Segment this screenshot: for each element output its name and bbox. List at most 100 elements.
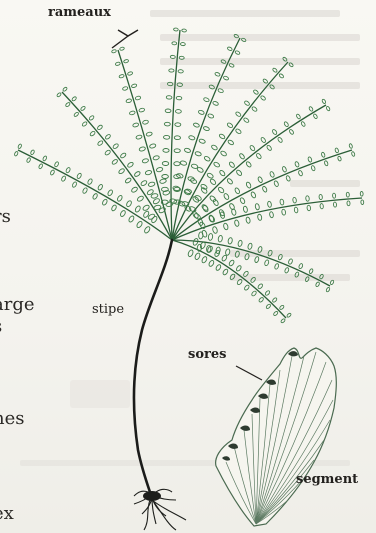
pinnule	[165, 109, 171, 113]
pinnule	[250, 277, 256, 283]
pinnule	[89, 131, 95, 137]
pinnule	[258, 297, 264, 303]
frond-branch	[172, 105, 326, 240]
pinnule	[319, 274, 324, 280]
pinnule	[243, 271, 249, 278]
pinnule	[289, 129, 295, 135]
pinnule	[202, 205, 209, 213]
pinnule	[301, 121, 306, 127]
pinnule	[18, 144, 23, 149]
pinnule	[228, 259, 235, 266]
pinnule	[192, 211, 199, 219]
pinnule	[204, 155, 211, 161]
pinnule	[213, 161, 220, 167]
pinnule	[286, 313, 291, 318]
pinnule	[176, 96, 182, 100]
pinnule	[149, 143, 156, 148]
pinnule	[251, 290, 257, 296]
pinnule	[280, 199, 285, 205]
pinnule	[123, 59, 128, 63]
pinnule	[262, 78, 268, 84]
pinnule	[126, 200, 133, 208]
pinnule	[159, 178, 166, 184]
pinnule	[228, 161, 235, 168]
pinnule	[128, 215, 135, 223]
pinnule	[346, 192, 349, 197]
pinnule	[235, 111, 242, 117]
pinnule	[229, 273, 235, 280]
pinnule	[223, 223, 229, 230]
pinnule	[284, 267, 289, 273]
pinnule	[111, 159, 118, 166]
pinnule	[222, 268, 229, 275]
pinnule	[122, 86, 128, 91]
pinnule	[38, 163, 43, 169]
pinnule	[307, 157, 312, 163]
pinnule	[249, 145, 255, 152]
pinnule	[71, 96, 77, 101]
pinnule	[244, 253, 249, 260]
pinnule	[236, 169, 243, 176]
pinnule	[61, 175, 67, 181]
pinnule	[272, 129, 278, 135]
pinnule	[180, 160, 187, 166]
pinnule	[136, 221, 143, 229]
pinnule	[260, 95, 266, 101]
fern-segment-detail	[216, 348, 337, 526]
pinnule	[229, 63, 235, 68]
pinnule	[203, 97, 209, 102]
frond-branch	[171, 30, 180, 240]
pinnule	[217, 186, 224, 193]
pinnule	[167, 82, 173, 86]
pinnule	[129, 110, 135, 115]
pinnule	[134, 205, 141, 213]
pinnule	[199, 241, 206, 249]
pinnule	[174, 149, 180, 153]
pinnule	[162, 190, 170, 196]
pinnule	[209, 178, 216, 185]
pinnule	[26, 157, 31, 163]
pinnule	[257, 176, 263, 183]
pinnule	[305, 276, 310, 282]
pinnule	[65, 102, 71, 107]
pinnule	[269, 84, 275, 90]
fern-pinnules	[14, 28, 364, 324]
pinnule	[326, 106, 331, 111]
pinnule	[235, 50, 241, 55]
label-segment: segment	[296, 473, 358, 486]
pinnule	[212, 226, 218, 234]
text-fragment-2: arge	[0, 296, 35, 314]
pinnule	[257, 214, 262, 221]
label-sores: sores	[188, 348, 226, 361]
pinnule	[166, 96, 172, 100]
pinnule	[111, 204, 117, 211]
pinnule	[281, 209, 286, 215]
pinnule	[241, 38, 246, 43]
pinnule	[244, 284, 250, 290]
pinnule	[207, 113, 214, 118]
pinnule	[194, 252, 201, 260]
pinnule	[62, 87, 67, 92]
pinnule	[209, 84, 215, 89]
pinnule	[118, 168, 125, 175]
pinnule	[163, 135, 169, 139]
pinnule	[308, 106, 313, 112]
pinnule	[50, 169, 55, 175]
pinnule	[173, 28, 178, 31]
text-fragment-5: ex	[0, 505, 14, 523]
pinnule	[112, 143, 119, 149]
pinnule	[184, 148, 191, 153]
pinnule	[120, 210, 127, 218]
pinnule	[315, 281, 320, 287]
pinnule	[322, 99, 327, 104]
pinnule	[264, 259, 269, 266]
pinnule	[214, 72, 220, 77]
pinnule	[30, 149, 35, 155]
pinnule	[260, 137, 266, 144]
pinnule	[199, 138, 206, 144]
pinnule	[208, 233, 213, 240]
pinnule	[250, 191, 256, 198]
pinnule	[178, 69, 183, 73]
pinnule	[177, 83, 183, 87]
